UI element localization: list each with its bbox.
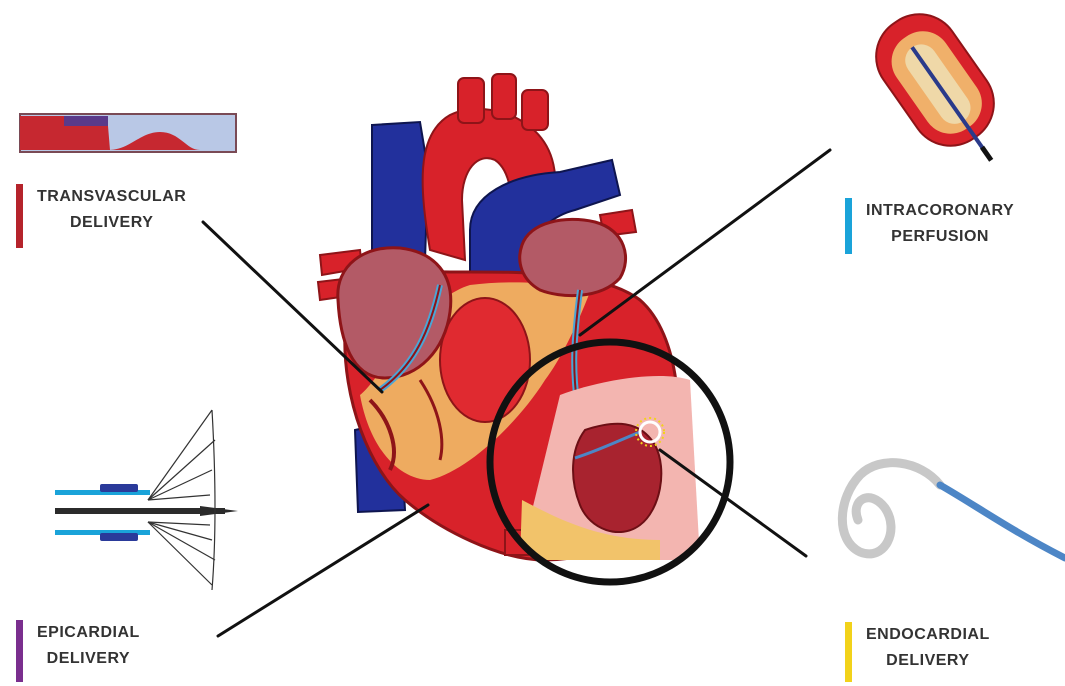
intracoronary-text: INTRACORONARY PERFUSION bbox=[866, 198, 1014, 250]
epicardial-line2: DELIVERY bbox=[37, 646, 140, 672]
vessel-cross-section-icon bbox=[20, 114, 236, 152]
epicardial-line1: EPICARDIAL bbox=[37, 620, 140, 646]
epicardial-text: EPICARDIAL DELIVERY bbox=[37, 620, 140, 672]
transvascular-text: TRANSVASCULAR DELIVERY bbox=[37, 184, 186, 236]
endocardial-line1: ENDOCARDIAL bbox=[866, 622, 990, 648]
epicardial-color-bar bbox=[16, 620, 23, 682]
endocardial-text: ENDOCARDIAL DELIVERY bbox=[866, 622, 990, 674]
transvascular-color-bar bbox=[16, 184, 23, 248]
coronary-catheter-icon bbox=[860, 0, 1025, 184]
transvascular-line1: TRANSVASCULAR bbox=[37, 184, 186, 210]
intracoronary-label: INTRACORONARY PERFUSION bbox=[845, 198, 1014, 254]
intracoronary-line1: INTRACORONARY bbox=[866, 198, 1014, 224]
transvascular-line2: DELIVERY bbox=[37, 210, 186, 236]
epicardial-needle-icon bbox=[55, 410, 238, 590]
endocardial-catheter-icon bbox=[842, 463, 1065, 558]
epicardial-label: EPICARDIAL DELIVERY bbox=[16, 620, 140, 682]
transvascular-label: TRANSVASCULAR DELIVERY bbox=[16, 184, 186, 248]
intracoronary-color-bar bbox=[845, 198, 852, 254]
endocardial-label: ENDOCARDIAL DELIVERY bbox=[845, 622, 990, 682]
endocardial-color-bar bbox=[845, 622, 852, 682]
epicardial-leader-line bbox=[218, 505, 428, 636]
endocardial-line2: DELIVERY bbox=[866, 648, 990, 674]
intracoronary-line2: PERFUSION bbox=[866, 224, 1014, 250]
